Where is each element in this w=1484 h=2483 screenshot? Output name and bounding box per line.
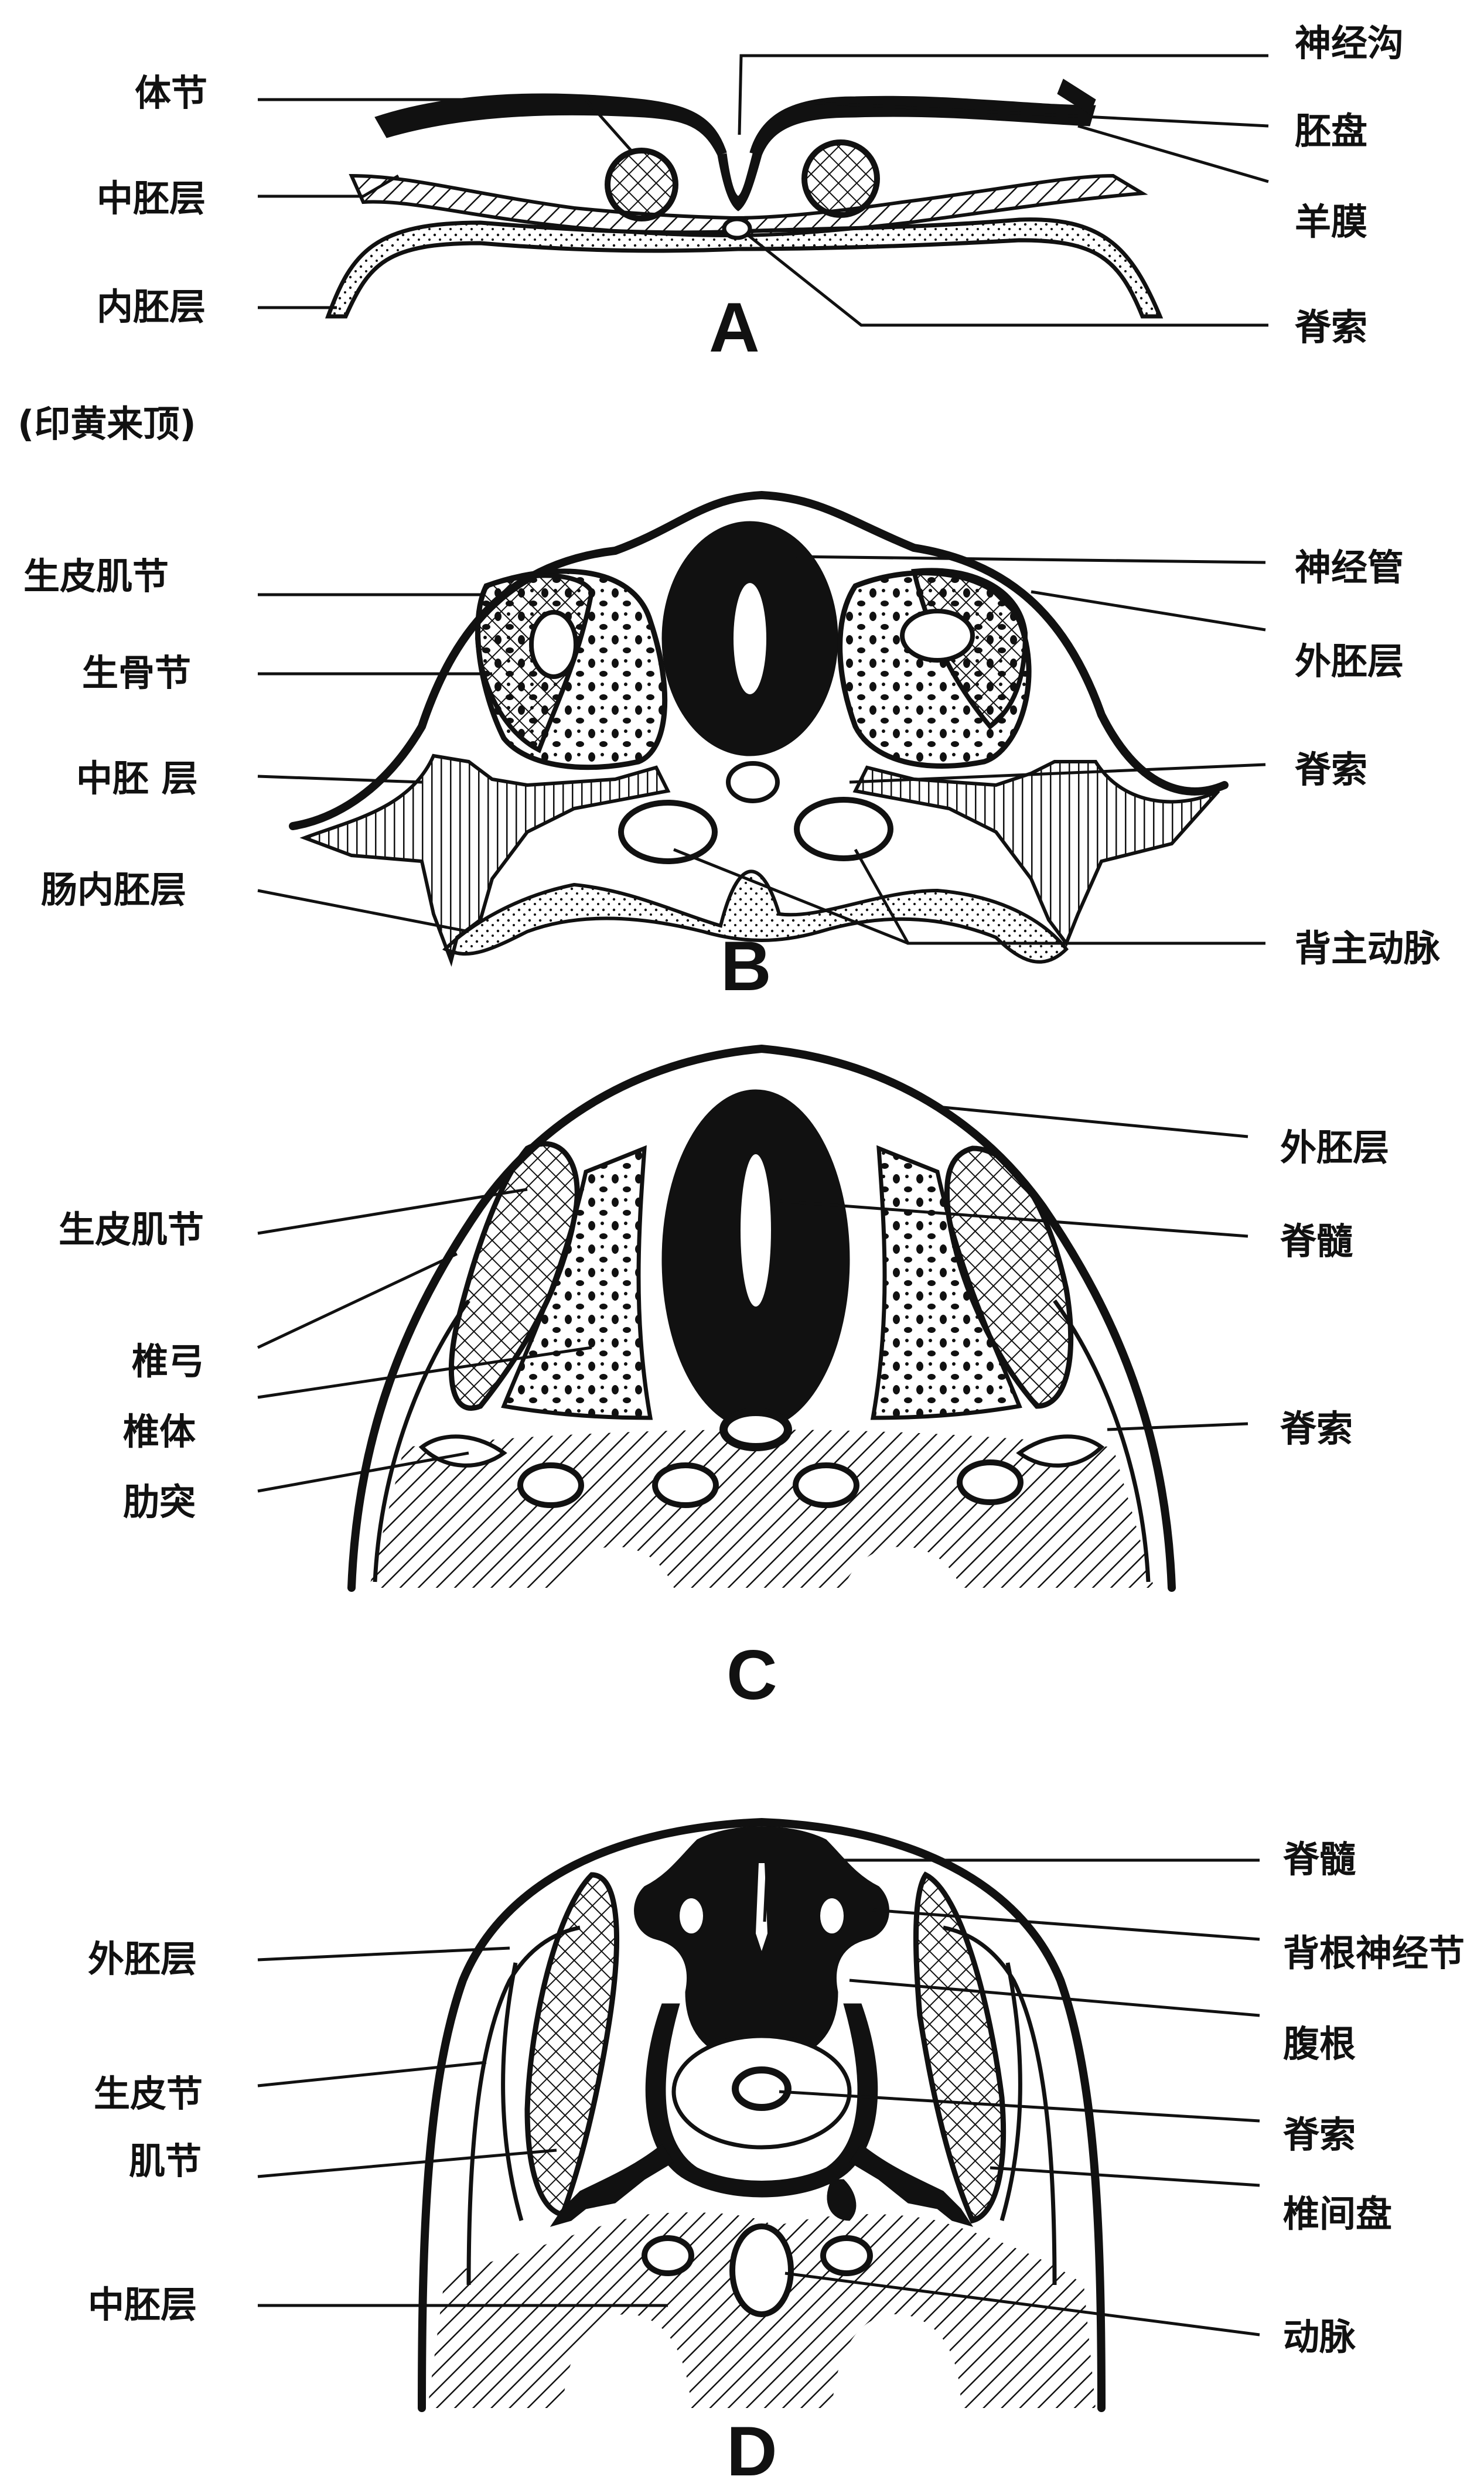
d-label-mesoderm: 中胚层 bbox=[88, 2283, 197, 2326]
a-label-mesoderm: 中胚层 bbox=[97, 177, 206, 220]
a-label-neural-groove: 神经沟 bbox=[1295, 22, 1404, 64]
d-label-dorsal-root-ganglion: 背根神经节 bbox=[1283, 1932, 1465, 1974]
d-label-intervertebral-disc: 椎间盘 bbox=[1283, 2192, 1392, 2235]
c-vessel-3 bbox=[796, 1465, 857, 1505]
b-label-neural-tube: 神经管 bbox=[1295, 546, 1404, 589]
c-label-rib-process: 肋突 bbox=[123, 1481, 196, 1523]
b-label-gut-endoderm: 肠内胚层 bbox=[41, 868, 186, 911]
d-artery-left bbox=[644, 2238, 691, 2273]
b-label-dermomyotome: 生皮肌节 bbox=[23, 555, 169, 598]
c-vessel-4 bbox=[960, 1462, 1021, 1502]
c-vessel-2 bbox=[655, 1465, 716, 1505]
c-panel-letter: C bbox=[726, 1636, 777, 1714]
b-notochord bbox=[728, 763, 777, 801]
d-panel-letter: D bbox=[726, 2412, 777, 2483]
b-label-mesoderm: 中胚 层 bbox=[76, 757, 198, 800]
c-label-ectoderm: 外胚层 bbox=[1280, 1126, 1389, 1169]
b-dorsal-aorta-left bbox=[621, 803, 715, 861]
a-notochord bbox=[724, 219, 750, 238]
d-label-notochord: 脊索 bbox=[1283, 2113, 1356, 2156]
d-label-dermatome: 生皮节 bbox=[94, 2072, 203, 2115]
d-label-artery: 动脉 bbox=[1283, 2315, 1356, 2358]
a-neural-groove bbox=[718, 154, 762, 211]
b-label-ectoderm: 外胚层 bbox=[1295, 640, 1404, 683]
a-ectoderm-right bbox=[750, 96, 1096, 155]
c-label-dermomyotome: 生皮肌节 bbox=[59, 1208, 204, 1251]
c-label-vertebral-body: 椎体 bbox=[123, 1410, 196, 1453]
d-label-ventral-root: 腹根 bbox=[1283, 2022, 1356, 2065]
c-label-vertebral-arch: 椎弓 bbox=[132, 1340, 204, 1383]
a-label-embryonic-disc: 胚盘 bbox=[1295, 110, 1367, 152]
d-artery-center bbox=[732, 2226, 791, 2314]
d-label-myotome: 肌节 bbox=[129, 2140, 202, 2182]
panel-b: 生皮肌节 生骨节 中胚 层 肠内胚层 神经管 外胚层 脊索 背主动脉 B bbox=[23, 495, 1441, 1005]
b-label-dorsal-aorta: 背主动脉 bbox=[1295, 927, 1441, 970]
c-vessel-1 bbox=[520, 1465, 581, 1505]
a-label-notochord: 脊索 bbox=[1295, 306, 1367, 349]
c-notochord bbox=[724, 1412, 788, 1447]
d-myotome-left bbox=[527, 1875, 616, 2215]
b-label-notochord: 脊索 bbox=[1295, 748, 1367, 791]
a-somite-right bbox=[804, 142, 877, 215]
d-artery-right bbox=[823, 2238, 870, 2273]
d-label-spinal-cord: 脊髓 bbox=[1283, 1838, 1356, 1881]
a-panel-letter: A bbox=[709, 288, 760, 367]
a-somite-left bbox=[608, 151, 676, 219]
panel-c: 生皮肌节 椎弓 椎体 肋突 外胚层 脊髓 脊索 C bbox=[59, 1049, 1389, 1714]
d-label-ectoderm: 外胚层 bbox=[88, 1938, 197, 1980]
b-dorsal-aorta-right bbox=[797, 800, 891, 858]
a-label-yolk-sac-top: (印黄来顶) bbox=[18, 403, 196, 445]
a-label-amnion: 羊膜 bbox=[1295, 200, 1367, 243]
panel-a: 体节 中胚层 内胚层 (印黄来顶) 神经沟 胚盘 羊膜 脊索 A bbox=[18, 22, 1404, 445]
b-label-sclerotome: 生骨节 bbox=[82, 652, 191, 694]
a-label-endoderm: 内胚层 bbox=[97, 285, 206, 328]
d-notochord bbox=[735, 2070, 788, 2107]
b-panel-letter: B bbox=[721, 927, 772, 1005]
c-label-notochord: 脊索 bbox=[1280, 1407, 1353, 1450]
panel-d: 外胚层 生皮节 肌节 中胚层 脊髓 背根神经节 腹根 脊索 椎间盘 动脉 D bbox=[88, 1822, 1465, 2483]
a-label-somite: 体节 bbox=[135, 71, 207, 114]
a-ectoderm-left bbox=[375, 94, 726, 155]
c-label-spinal-cord: 脊髓 bbox=[1280, 1220, 1353, 1263]
